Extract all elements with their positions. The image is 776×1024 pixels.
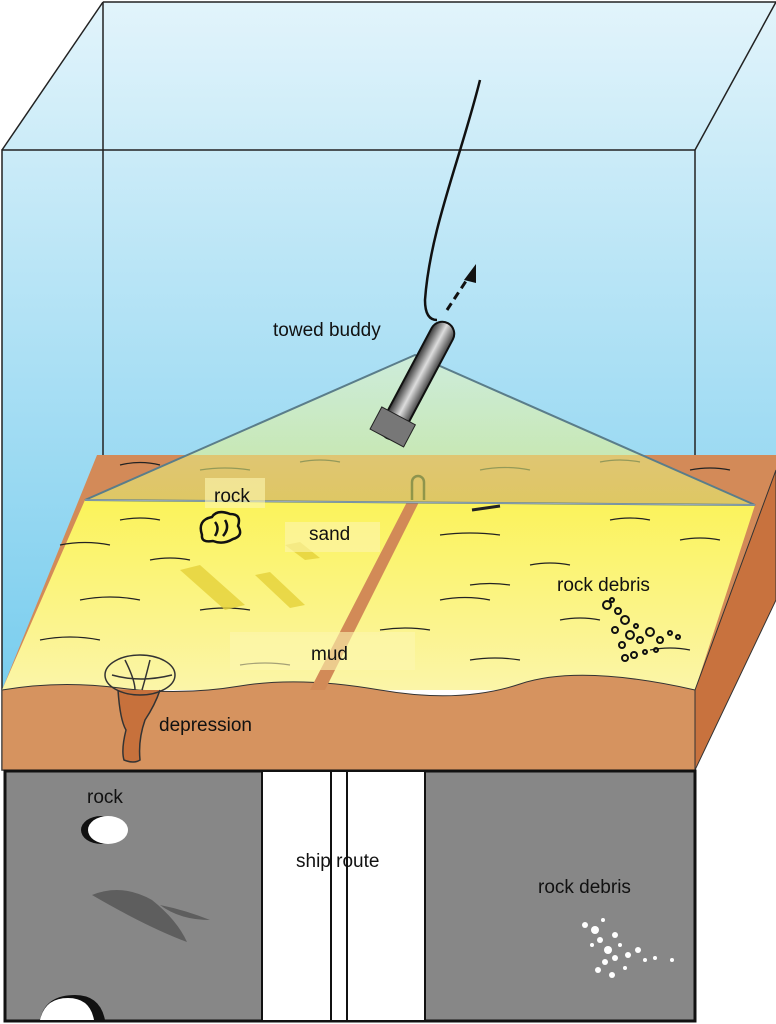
label-depression: depression [159,715,252,736]
sonar-image-panel: rock ship route rock debris [3,769,697,1023]
label-towed-body: towed buddy [273,320,381,341]
label-mud: mud [311,644,348,665]
label-rock: rock [214,486,250,507]
label-sand: sand [309,524,350,545]
rock-object [199,510,242,544]
sonar-beam [84,353,756,506]
sonar-shadow [92,890,187,942]
label-backgrounds [205,478,415,670]
sonar-label-ship-route: ship route [296,851,379,872]
sonar-label-rock: rock [87,787,123,808]
towed-body [369,79,482,448]
sonar-label-rock-debris: rock debris [538,877,631,898]
sonar-rock-return [81,816,128,844]
tow-cable [423,79,482,322]
sonar-debris-return [582,918,674,978]
label-rock-debris: rock debris [557,575,650,596]
direction-arrow [445,274,472,311]
rock-debris-object [602,597,681,662]
arrow-head-icon [464,264,476,283]
depression-object [104,654,176,763]
